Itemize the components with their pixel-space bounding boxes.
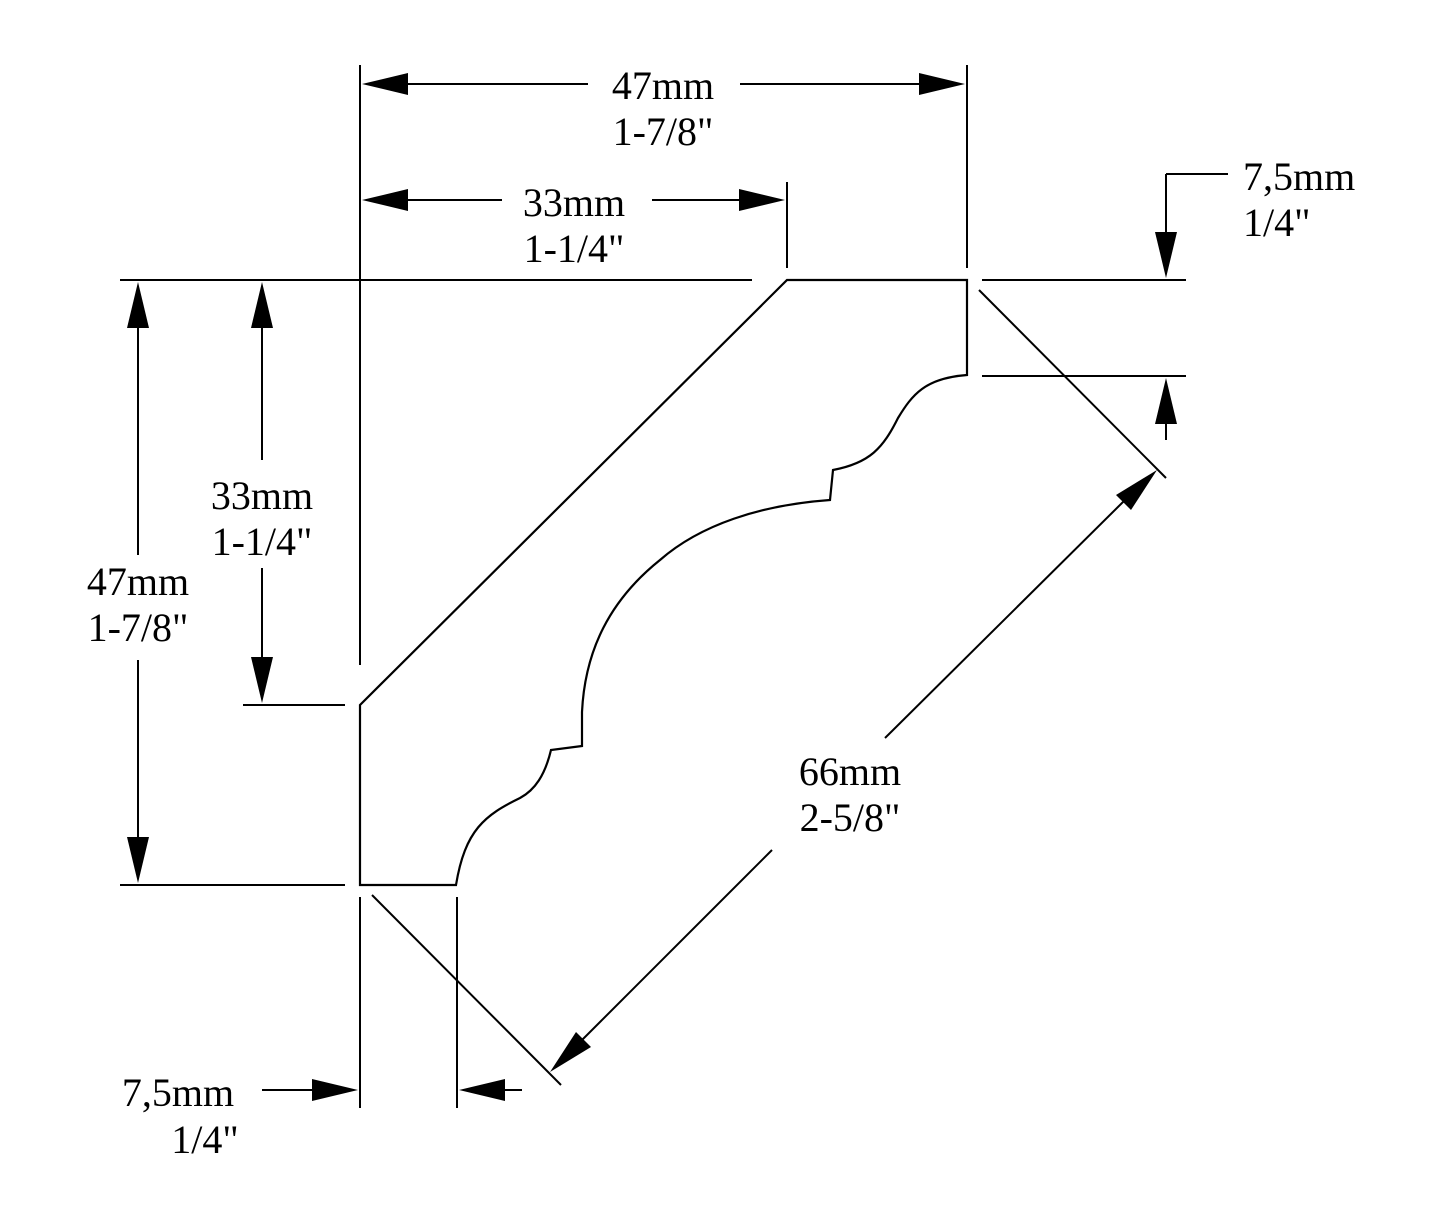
- dimension-label-imperial: 1-1/4": [524, 226, 625, 271]
- dimension-label-metric: 66mm: [799, 749, 901, 794]
- dimension-top-inner: 33mm 1-1/4": [362, 180, 785, 271]
- arrow-head: [251, 657, 273, 703]
- dimension-label-imperial: 2-5/8": [800, 795, 901, 840]
- arrow-head: [362, 73, 408, 95]
- dimension-label-metric: 33mm: [523, 180, 625, 225]
- dimension-bottom-offset: 7,5mm 1/4": [122, 1070, 522, 1162]
- arrow-head: [1116, 470, 1157, 510]
- dimension-top-width: 47mm 1-7/8": [362, 63, 965, 154]
- arrow-head: [127, 837, 149, 883]
- arrow-head: [459, 1079, 505, 1101]
- arrow-head: [1155, 378, 1177, 424]
- extension-lines: [120, 65, 1186, 1108]
- moulding-profile-outline: [358, 278, 969, 887]
- arrow-head: [312, 1079, 358, 1101]
- dimension-label-metric: 33mm: [211, 473, 313, 518]
- arrow-head: [362, 189, 408, 211]
- arrow-head: [127, 282, 149, 328]
- dimension-label-metric: 47mm: [612, 63, 714, 108]
- arrow-head: [1155, 232, 1177, 278]
- arrow-head: [251, 282, 273, 328]
- dimension-label-imperial: 1-1/4": [212, 519, 313, 564]
- dimension-label-metric: 47mm: [87, 559, 189, 604]
- dimension-label-metric: 7,5mm: [122, 1070, 234, 1115]
- dimension-left-height: 47mm 1-7/8": [87, 282, 189, 883]
- dimension-left-inner: 33mm 1-1/4": [211, 282, 313, 703]
- arrow-head: [919, 73, 965, 95]
- dimension-label-imperial: 1/4": [171, 1117, 238, 1162]
- arrow-head: [739, 189, 785, 211]
- arrow-head: [550, 1032, 591, 1072]
- dimension-label-metric: 7,5mm: [1243, 154, 1355, 199]
- dimension-label-imperial: 1-7/8": [613, 109, 714, 154]
- dimension-diagonal: 66mm 2-5/8": [550, 470, 1157, 1072]
- dimension-label-imperial: 1-7/8": [88, 605, 189, 650]
- dimension-label-imperial: 1/4": [1243, 200, 1310, 245]
- dimension-top-right-offset: 7,5mm 1/4": [1155, 154, 1355, 440]
